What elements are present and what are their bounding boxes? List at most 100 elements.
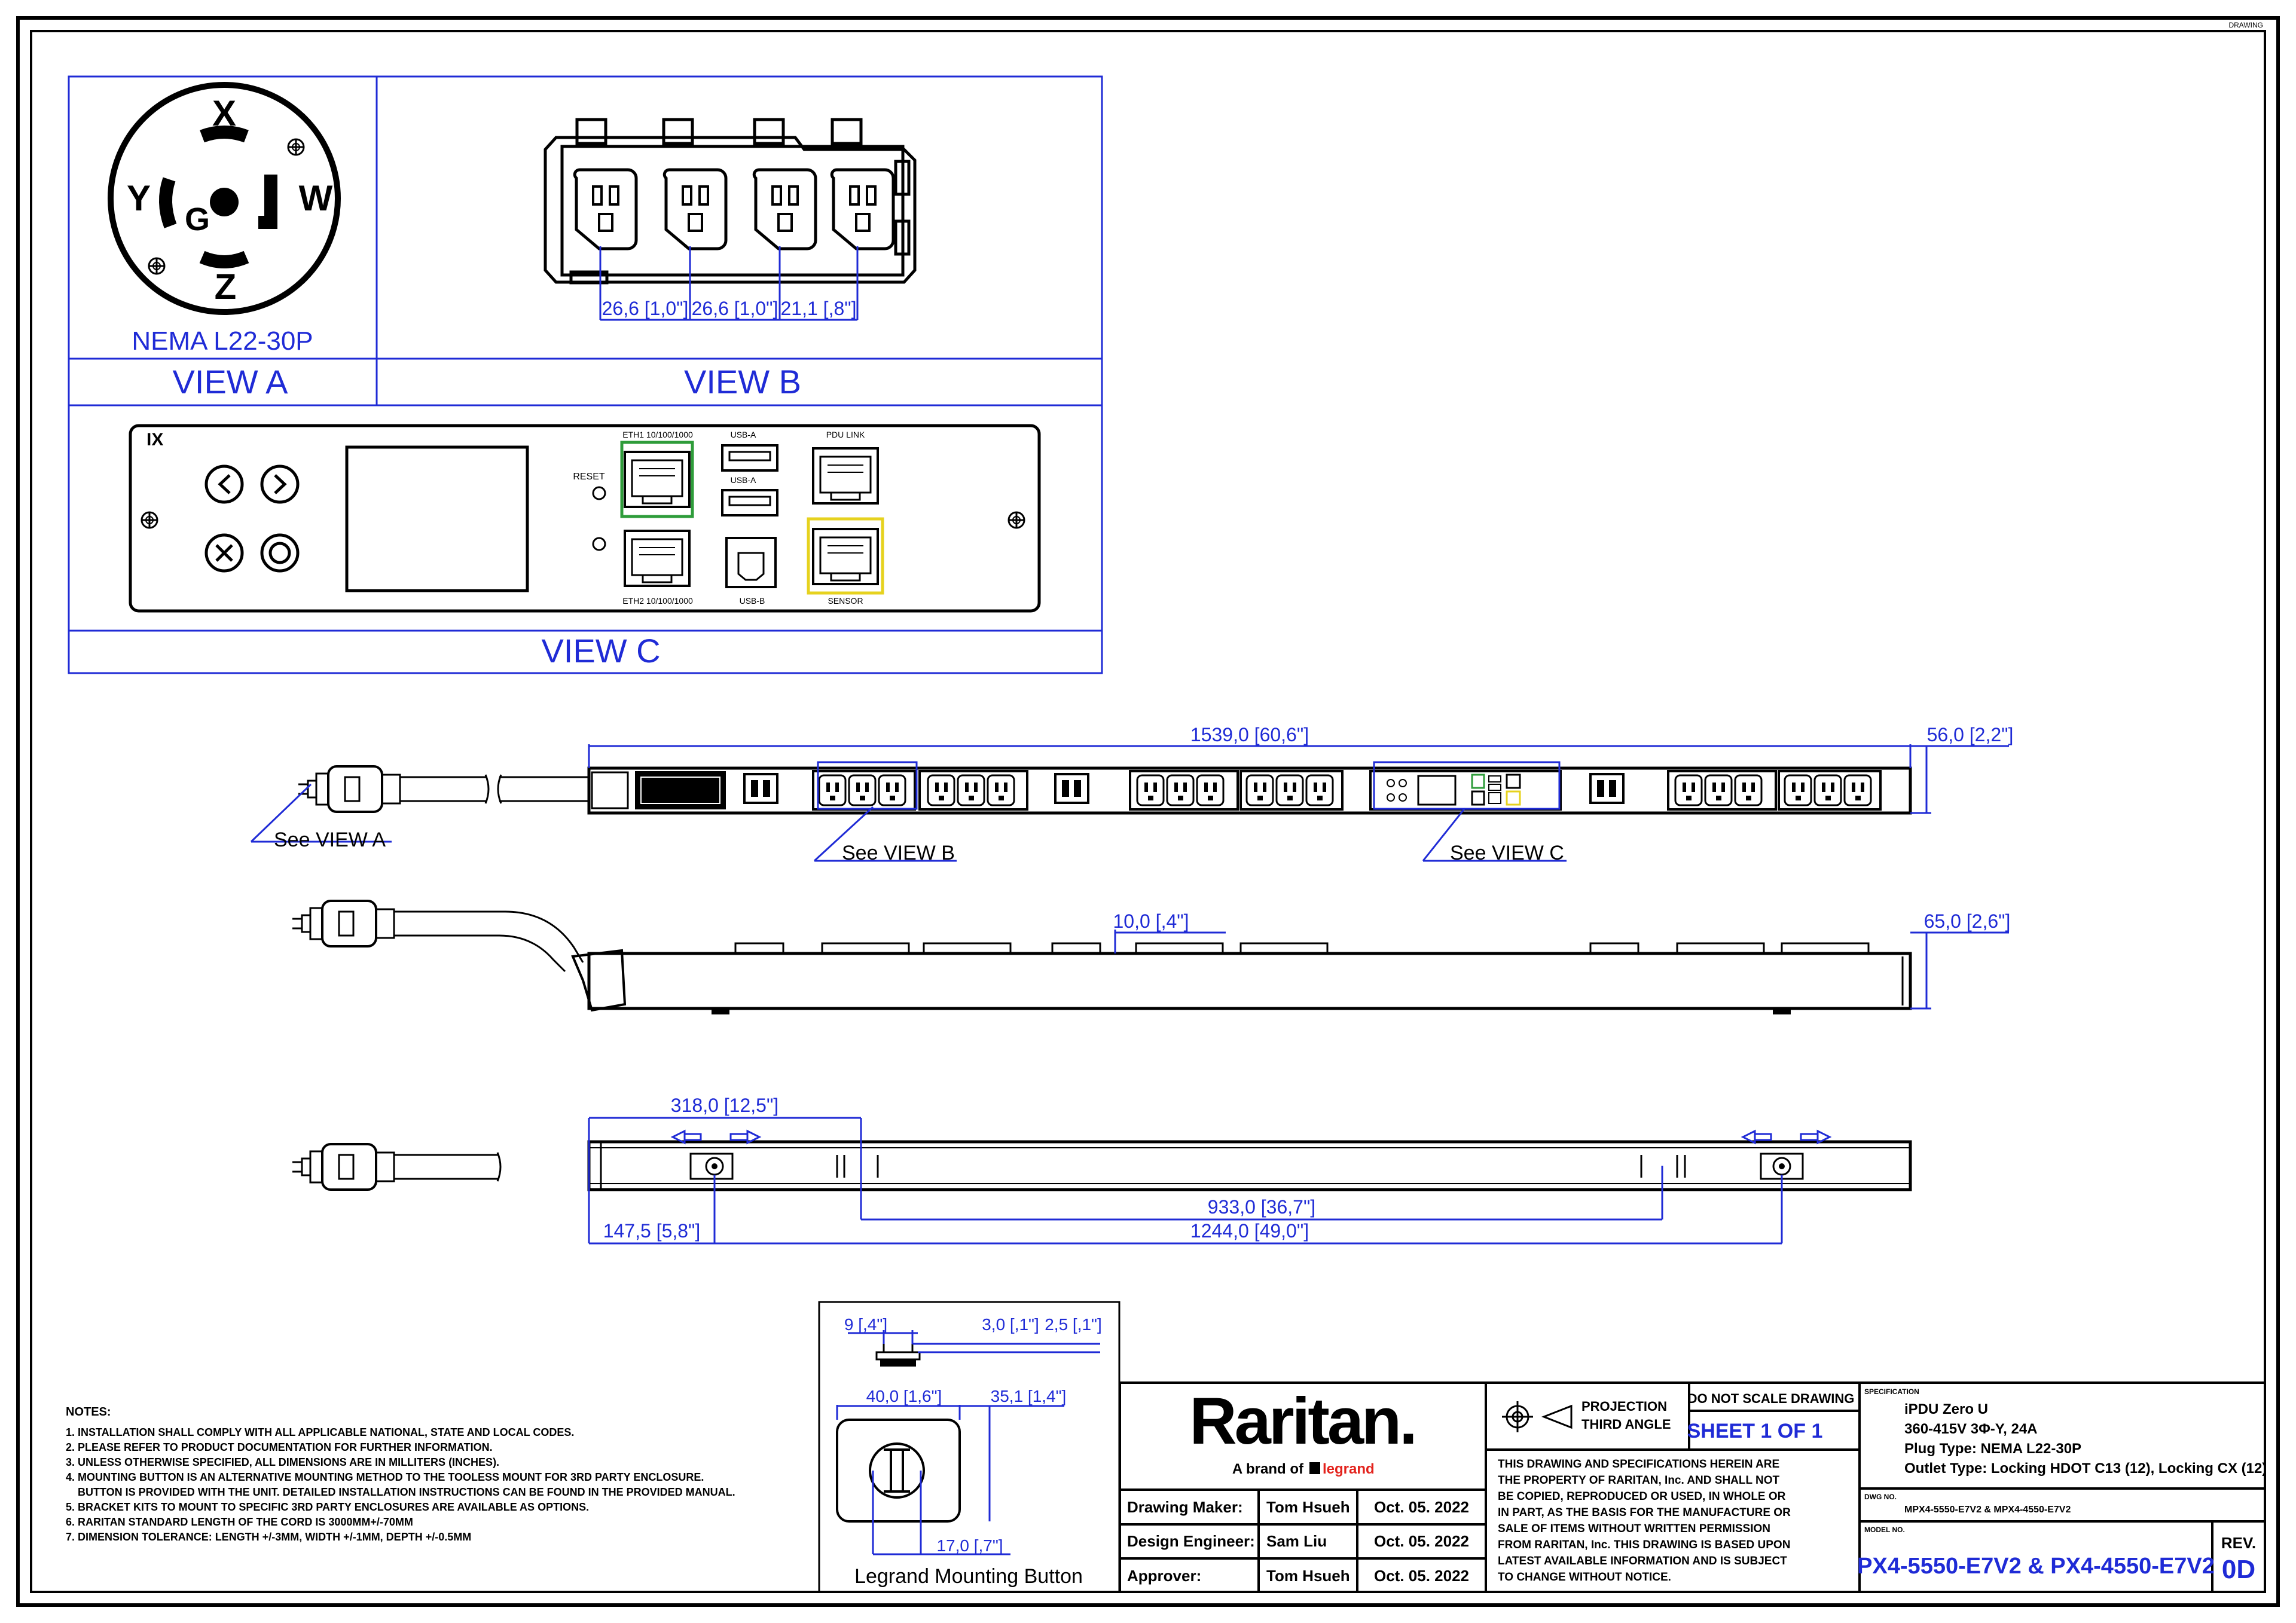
disclaimer-line: TO CHANGE WITHOUT NOTICE.: [1498, 1571, 1671, 1584]
side-dimension-lines: [1114, 930, 2009, 1010]
cancel-button-icon: [204, 533, 244, 573]
sheet-number: SHEET 1 OF 1: [1687, 1420, 1823, 1442]
spec-line: Outlet Type: Locking HDOT C13 (12), Lock…: [1904, 1460, 2267, 1477]
view-c-title: VIEW C: [541, 632, 660, 670]
pdu-side-view: [291, 900, 1912, 1014]
dim-10: 10,0 [,4"]: [1113, 910, 1189, 932]
disclaimer-line: BE COPIED, REPRODUCED OR USED, IN WHOLE …: [1498, 1490, 1786, 1503]
role-approver: Approver:: [1127, 1567, 1201, 1585]
corner-code: DRAWING: [2228, 21, 2263, 29]
front-outlets-1: [812, 770, 1028, 811]
plug-letter-g: G: [185, 201, 210, 237]
legrand-logo-text: legrand: [1323, 1461, 1375, 1477]
button-dimension-lines: [836, 1330, 1100, 1555]
usb-a1-label: USB-A: [731, 430, 756, 439]
title-block: Raritan. A brand of legrand Drawing Make…: [1119, 1381, 2267, 1593]
disclaimer-line: LATEST AVAILABLE INFORMATION AND IS SUBJ…: [1498, 1555, 1787, 1567]
nema-plug-face: X Y W Z G: [108, 82, 341, 315]
outer-border: [16, 16, 2280, 1607]
dim-40: 40,0 [1,6"]: [866, 1387, 942, 1405]
front-breaker-2: [1054, 773, 1089, 804]
see-view-a[interactable]: See VIEW A: [274, 829, 386, 851]
brand-sub-prefix: A brand of: [1232, 1461, 1304, 1477]
dwg-label: DWG NO.: [1864, 1493, 1897, 1501]
view-b-title: VIEW B: [684, 363, 801, 401]
front-dimension-lines: [250, 744, 2009, 862]
note-item: BUTTON IS PROVIDED WITH THE UNIT. DETAIL…: [66, 1486, 735, 1498]
no-scale-label: DO NOT SCALE DRAWING: [1688, 1391, 1855, 1406]
note-item: 5. BRACKET KITS TO MOUNT TO SPECIFIC 3RD…: [66, 1501, 589, 1513]
projection-line-2: THIRD ANGLE: [1581, 1417, 1671, 1432]
date-drawing-maker: Oct. 05. 2022: [1374, 1498, 1469, 1516]
dim-318: 318,0 [12,5"]: [671, 1095, 778, 1116]
dim-1475: 147,5 [5,8"]: [603, 1220, 701, 1242]
view-b-dimension-lines: [599, 246, 859, 321]
usb-a2-label: USB-A: [731, 475, 756, 485]
reset-label: RESET: [573, 472, 605, 482]
plug-letter-x: X: [212, 93, 236, 133]
dim-65: 65,0 [2,6"]: [1924, 910, 2011, 932]
view-a-title: VIEW A: [173, 363, 289, 401]
dwg-value: MPX4-5550-E7V2 & MPX4-4550-E7V2: [1904, 1505, 2071, 1515]
back-dimension-lines: [588, 1117, 1832, 1245]
spec-line: iPDU Zero U: [1904, 1401, 1988, 1417]
front-outlets-2: [1129, 770, 1344, 811]
front-breaker-3: [1589, 773, 1625, 804]
disclaimer-line: THE PROPERTY OF RARITAN, Inc. AND SHALL …: [1498, 1474, 1780, 1487]
raritan-logo: Raritan.: [1189, 1384, 1415, 1458]
pdu-back-view: [291, 1140, 1912, 1191]
front-controller: [1369, 770, 1562, 811]
note-item: 7. DIMENSION TOLERANCE: LENGTH +/-3MM, W…: [66, 1531, 471, 1543]
sensor-label: SENSOR: [828, 596, 863, 606]
dim-1244: 1244,0 [49,0"]: [1190, 1220, 1309, 1242]
button-caption: Legrand Mounting Button: [854, 1565, 1083, 1588]
rev-label: REV.: [2221, 1534, 2256, 1552]
date-design-engineer: Oct. 05. 2022: [1374, 1532, 1469, 1550]
dim-25: 2,5 [,1"]: [1045, 1315, 1102, 1334]
note-item: 3. UNLESS OTHERWISE SPECIFIED, ALL DIMEN…: [66, 1456, 499, 1468]
model-label: MODEL NO.: [1864, 1526, 1905, 1534]
usb-b-label: USB-B: [740, 596, 765, 606]
ok-button-icon: [260, 533, 300, 573]
disclaimer-line: SALE OF ITEMS WITHOUT WRITTEN PERMISSION: [1498, 1523, 1770, 1535]
dim-length: 1539,0 [60,6"]: [1190, 724, 1309, 745]
dim-35: 35,1 [1,4"]: [991, 1387, 1067, 1405]
spec-label: SPECIFICATION: [1864, 1387, 1919, 1396]
views-grid: [68, 75, 1103, 674]
note-item: 6. RARITAN STANDARD LENGTH OF THE CORD I…: [66, 1516, 413, 1528]
dim-9: 9 [,4"]: [844, 1315, 887, 1334]
left-arrow-button: [204, 464, 244, 504]
spec-line: 360-415V 3Φ-Y, 24A: [1904, 1421, 2038, 1437]
rev-value: 0D: [2222, 1555, 2255, 1584]
see-view-c[interactable]: See VIEW C: [1450, 842, 1564, 864]
note-item: 2. PLEASE REFER TO PRODUCT DOCUMENTATION…: [66, 1441, 493, 1453]
plug-letter-z: Z: [215, 267, 237, 307]
third-angle-projection-icon: [1502, 1401, 1573, 1432]
plug-letter-w: W: [299, 178, 333, 218]
projection-line-1: PROJECTION: [1581, 1399, 1667, 1414]
panel-display: [345, 445, 529, 592]
dim-933: 933,0 [36,7"]: [1208, 1196, 1315, 1218]
notes-block: NOTES: 1. INSTALLATION SHALL COMPLY WITH…: [66, 1405, 735, 1543]
eth-top-label: ETH1 10/100/1000: [622, 430, 693, 439]
pdu-front-view: [297, 765, 1912, 815]
dim-view-b-2: 26,6 [1,0"]: [692, 298, 778, 319]
notes-title: NOTES:: [66, 1405, 111, 1419]
plug-name: NEMA L22-30P: [132, 326, 313, 356]
outlet-block: [544, 118, 917, 285]
pdu-link-label: PDU LINK: [826, 430, 865, 439]
spec-line: Plug Type: NEMA L22-30P: [1904, 1441, 2081, 1457]
name-drawing-maker: Tom Hsueh: [1266, 1498, 1350, 1516]
dim-view-b-1: 26,6 [1,0"]: [602, 298, 689, 319]
disclaimer-line: FROM RARITAN, Inc. THIS DRAWING IS BASED…: [1498, 1539, 1790, 1551]
dim-3: 3,0 [,1"]: [982, 1315, 1039, 1334]
see-view-b[interactable]: See VIEW B: [842, 842, 955, 864]
name-approver: Tom Hsueh: [1266, 1567, 1350, 1585]
eth-bottom-label: ETH2 10/100/1000: [622, 596, 693, 606]
name-design-engineer: Sam Liu: [1266, 1532, 1327, 1550]
date-approver: Oct. 05. 2022: [1374, 1567, 1469, 1585]
disclaimer-line: THIS DRAWING AND SPECIFICATIONS HEREIN A…: [1498, 1458, 1779, 1471]
panel-logo: IX: [146, 430, 163, 450]
front-breaker-1: [743, 773, 778, 804]
